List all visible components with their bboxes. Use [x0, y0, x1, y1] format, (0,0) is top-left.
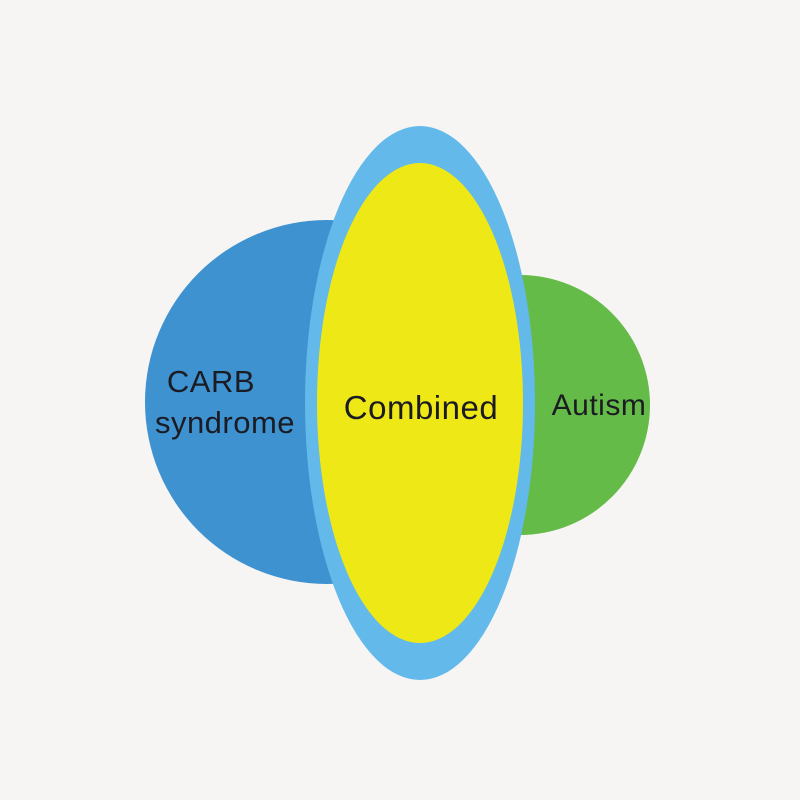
carb-syndrome-label-line1: CARB — [167, 364, 255, 399]
autism-label: Autism — [552, 389, 647, 422]
carb-syndrome-label-line2: syndrome — [155, 405, 295, 440]
combined-ellipse-fill — [317, 163, 523, 643]
combined-label: Combined — [344, 389, 498, 426]
